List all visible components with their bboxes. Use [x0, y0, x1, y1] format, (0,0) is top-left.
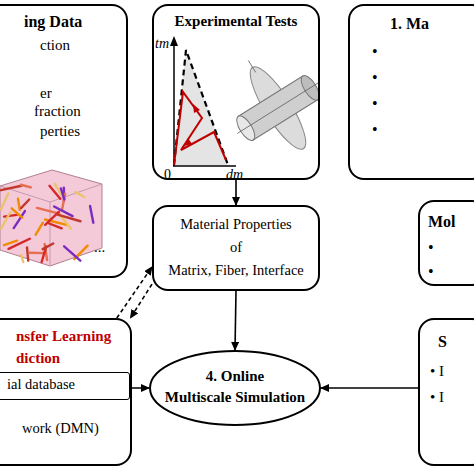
microstructure-picture — [0, 170, 102, 266]
fiber-rod — [61, 188, 64, 199]
node-text: • — [428, 262, 434, 281]
node-heading: Experimental Tests — [154, 12, 318, 30]
node-heading: nsfer Learning diction — [16, 326, 111, 370]
fiber-pullout-picture — [208, 35, 345, 174]
path-head — [193, 104, 200, 113]
process-box: nsfer Learning diction work (DMN) ial data… — [0, 318, 132, 466]
fiber-rod — [90, 206, 93, 223]
process-box: Experimental Tests — [152, 4, 320, 180]
process-box: ial database — [0, 372, 130, 400]
traction-separation-chart — [170, 36, 236, 166]
node-text: ... — [94, 238, 105, 256]
fiber-rod — [9, 239, 30, 249]
chart-axis — [173, 165, 236, 167]
node-text: • — [372, 42, 378, 61]
node-heading: S — [438, 332, 447, 351]
connector-arrow — [117, 267, 152, 318]
connector-arrow — [132, 387, 149, 389]
node-text: perties — [40, 122, 80, 140]
fiber-rod — [27, 247, 28, 260]
fiber-rod — [58, 215, 81, 222]
process-box: ing Data ction erfraction perties... — [0, 4, 128, 278]
node-text: ction — [40, 36, 70, 54]
node-heading: 4. Online Multiscale Simulation — [149, 366, 321, 408]
node-text: • I — [430, 388, 444, 406]
fiber-rod — [18, 199, 20, 210]
node-text: er — [40, 84, 52, 102]
node-text: • — [372, 120, 378, 139]
connector-arrow — [130, 284, 152, 318]
axis-label: dm — [226, 167, 243, 183]
node-text: work (DMN) — [22, 420, 99, 437]
loading-path — [174, 92, 226, 165]
process-box: 1. Ma • • • • — [348, 4, 474, 180]
fiber-rod — [29, 252, 44, 255]
fiber-rod — [4, 215, 17, 217]
fiber-rods — [1, 184, 93, 262]
fiber-rod — [1, 213, 10, 229]
fiber-rod — [1, 186, 22, 190]
fiber-rod — [64, 246, 80, 260]
node-text: • — [372, 68, 378, 87]
fiber-rod — [43, 243, 54, 249]
fiber-rod — [76, 192, 85, 197]
fiber-rod — [4, 241, 17, 245]
process-box: S • I • I — [418, 318, 474, 466]
microstructure-cube — [0, 170, 102, 266]
fiber-rod — [21, 255, 23, 262]
connector-arrow — [235, 180, 237, 205]
node-heading: 1. Ma — [390, 14, 429, 33]
node-text: • — [372, 94, 378, 113]
fiber-rod — [12, 208, 23, 217]
connector-arrow — [235, 291, 236, 350]
node-heading: ing Data — [24, 12, 82, 31]
ellipse-shape — [150, 351, 320, 425]
axis-head — [170, 36, 178, 46]
fiber-rod — [37, 208, 59, 214]
node-text: • — [428, 238, 434, 257]
node-heading: Mol — [428, 212, 456, 231]
ellipse-outline — [149, 350, 321, 426]
node-heading: ial database — [7, 376, 75, 393]
cube-edge — [0, 184, 102, 202]
fiber-rod — [36, 223, 43, 235]
chart-envelope — [174, 50, 228, 165]
simulation-ellipse: 4. Online Multiscale Simulation — [149, 350, 321, 426]
axis-line — [248, 61, 255, 73]
fiber-rod — [1, 193, 8, 209]
axis-label: 0 — [164, 167, 171, 183]
chart-area — [174, 50, 228, 165]
node-text: • I — [430, 362, 444, 380]
path-head — [184, 138, 192, 146]
node-text: fraction — [34, 102, 81, 120]
fiber-rod — [49, 186, 60, 199]
fiber-rod — [21, 185, 31, 188]
chart-axis — [173, 42, 175, 166]
axis-label: tm — [155, 36, 169, 52]
axis-line — [237, 83, 318, 134]
node-heading: Material Properties of Matrix, Fiber, In… — [154, 213, 318, 283]
fiber-rod — [21, 200, 29, 209]
process-box: Material Properties of Matrix, Fiber, In… — [152, 205, 320, 291]
connector-arrow — [321, 387, 418, 389]
process-box: Mol • • — [418, 200, 474, 286]
